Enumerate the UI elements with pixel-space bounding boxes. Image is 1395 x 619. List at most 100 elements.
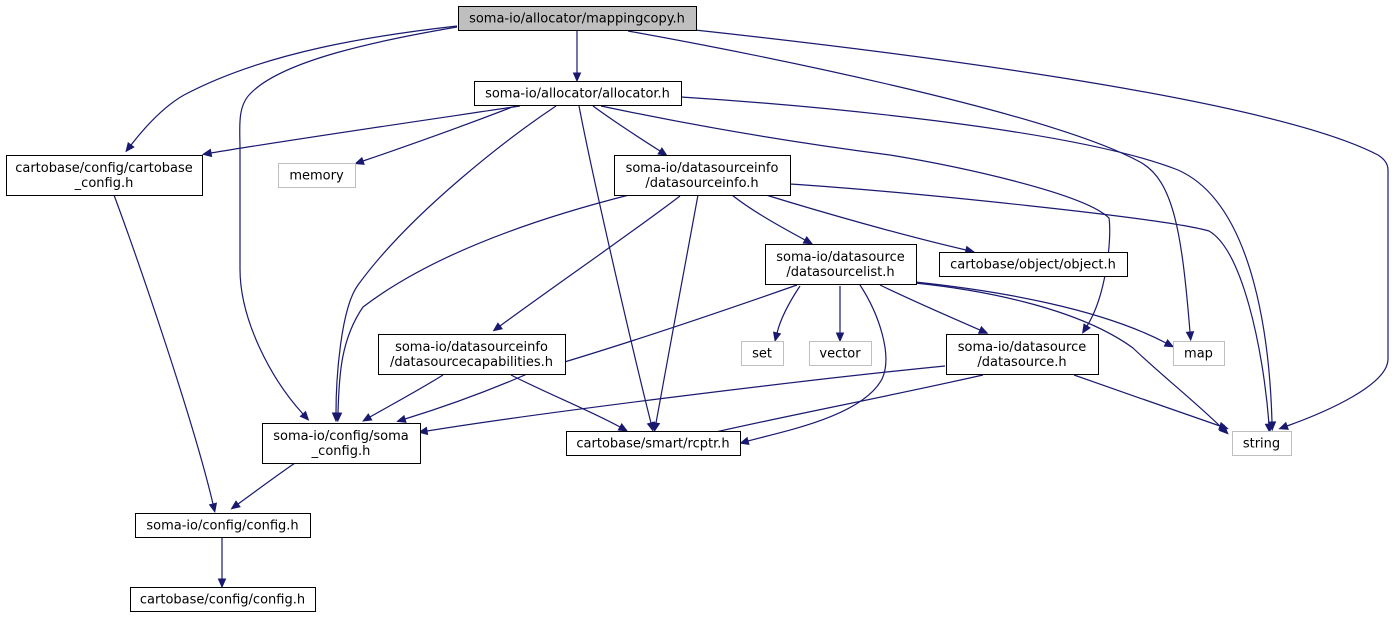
node-box xyxy=(741,341,784,366)
node-box xyxy=(474,81,682,106)
node-allocator[interactable]: soma-io/allocator/allocator.h xyxy=(474,81,682,106)
node-box xyxy=(458,6,697,31)
edge-somaio_config-to-cartobase_config2 xyxy=(217,537,227,589)
edge-datasourceinfo-to-datasourcelist xyxy=(731,194,814,245)
node-datasourceinfo[interactable]: soma-io/datasourceinfo/datasourceinfo.h xyxy=(614,155,791,196)
node-label: cartobase/config/cartobase xyxy=(15,161,193,176)
node-datasourcecapabilities[interactable]: soma-io/datasourceinfo/datasourcecapabil… xyxy=(378,334,566,375)
node-box xyxy=(566,431,741,456)
edge-soma_config-to-somaio_config xyxy=(230,462,296,510)
arrowhead-icon xyxy=(230,500,241,510)
node-map: map xyxy=(1173,341,1225,366)
node-vector: vector xyxy=(809,341,872,366)
arrowhead-icon xyxy=(1278,421,1289,430)
edge-datasourcelist-to-set xyxy=(772,285,801,343)
node-object[interactable]: cartobase/object/object.h xyxy=(939,252,1128,277)
edge-datasourceinfo-to-rcptr xyxy=(651,194,699,433)
edge-datasourcelist-to-rcptr xyxy=(739,284,887,445)
node-label: soma-io/datasource xyxy=(776,250,904,265)
node-box xyxy=(946,334,1099,375)
node-label: /datasourcelist.h xyxy=(786,265,894,280)
edge-datasourcelist-to-map xyxy=(914,281,1175,348)
node-mappingcopy[interactable]: soma-io/allocator/mappingcopy.h xyxy=(458,6,697,31)
node-set: set xyxy=(741,341,784,366)
arrowhead-icon xyxy=(492,322,503,332)
node-label: soma-io/datasourceinfo xyxy=(626,161,779,176)
edge-line xyxy=(335,105,557,414)
edge-datasourceinfo-to-datasourcecapabilities xyxy=(492,195,681,332)
edge-line xyxy=(426,365,946,432)
node-label: _config.h xyxy=(311,444,371,459)
arrowhead-icon xyxy=(1264,423,1274,434)
edge-datasourcecapabilities-to-rcptr xyxy=(510,374,629,432)
node-label: /datasource.h xyxy=(977,355,1066,370)
node-somaio-config[interactable]: soma-io/config/config.h xyxy=(135,513,311,538)
node-box xyxy=(278,163,356,188)
node-box xyxy=(1232,431,1292,456)
edge-line xyxy=(237,462,296,505)
node-label: map xyxy=(1184,347,1213,362)
edges-layer xyxy=(113,25,1389,589)
arrowhead-icon xyxy=(354,156,365,165)
edge-line xyxy=(362,105,516,162)
arrowhead-icon xyxy=(125,142,135,153)
edge-line xyxy=(578,105,652,424)
node-rcptr[interactable]: cartobase/smart/rcptr.h xyxy=(566,431,741,456)
arrowhead-icon xyxy=(362,413,373,422)
edge-line xyxy=(698,374,984,437)
node-label: memory xyxy=(289,169,344,184)
edge-line xyxy=(130,25,458,146)
edge-line xyxy=(747,284,887,442)
arrowhead-icon xyxy=(572,72,582,83)
node-string: string xyxy=(1232,431,1292,456)
node-datasource[interactable]: soma-io/datasource/datasource.h xyxy=(946,334,1099,375)
node-datasourcelist[interactable]: soma-io/datasource/datasourcelist.h xyxy=(765,244,917,285)
node-box xyxy=(614,155,791,196)
node-label: /datasourcecapabilities.h xyxy=(390,355,553,370)
node-label: soma-io/allocator/allocator.h xyxy=(485,87,670,102)
edge-allocator-to-datasourceinfo xyxy=(592,105,668,156)
edge-line xyxy=(914,281,1167,344)
node-label: cartobase/object/object.h xyxy=(950,258,1116,273)
edge-line xyxy=(592,105,661,152)
arrowhead-icon xyxy=(208,502,218,514)
node-label: soma-io/datasource xyxy=(958,340,1086,355)
edge-line xyxy=(731,194,806,241)
node-box xyxy=(765,244,917,285)
edge-line xyxy=(369,374,444,418)
node-label: soma-io/allocator/mappingcopy.h xyxy=(469,12,685,27)
arrowhead-icon xyxy=(333,412,343,423)
arrowhead-icon xyxy=(772,331,782,343)
node-cartobase-config[interactable]: cartobase/config/cartobase_config.h xyxy=(6,155,203,196)
arrowhead-icon xyxy=(1218,421,1229,430)
edge-allocator-to-rcptr xyxy=(578,105,656,433)
arrowhead-icon xyxy=(739,436,750,445)
node-label: soma-io/datasourceinfo xyxy=(395,340,548,355)
edge-allocator-to-cartobase_config xyxy=(201,105,521,158)
edge-allocator-to-datasource xyxy=(600,105,1111,334)
node-label: string xyxy=(1243,437,1280,452)
edge-line xyxy=(680,96,1273,423)
edge-allocator-to-memory xyxy=(354,105,516,165)
node-box xyxy=(135,513,311,538)
edge-datasourcelist-to-datasource xyxy=(879,284,989,334)
arrowhead-icon xyxy=(1185,331,1195,342)
edge-datasourcecapabilities-to-soma_config xyxy=(362,374,444,422)
node-cartobase-config2[interactable]: cartobase/config/config.h xyxy=(130,587,316,612)
node-label: /datasourceinfo.h xyxy=(645,176,758,191)
edge-cartobase_config-to-somaio_config xyxy=(113,194,218,514)
node-label: _config.h xyxy=(74,176,134,191)
node-label: soma-io/config/config.h xyxy=(146,519,298,534)
node-box xyxy=(262,423,421,464)
node-label: vector xyxy=(819,347,861,362)
node-box xyxy=(809,341,872,366)
edge-line xyxy=(765,194,967,251)
edge-line xyxy=(600,105,1111,327)
edge-line xyxy=(499,195,681,327)
edge-line xyxy=(1073,374,1221,427)
node-soma-config[interactable]: soma-io/config/soma_config.h xyxy=(262,423,421,464)
node-box xyxy=(939,252,1128,277)
node-label: cartobase/config/config.h xyxy=(140,593,305,608)
edge-mappingcopy-to-string xyxy=(694,29,1389,430)
